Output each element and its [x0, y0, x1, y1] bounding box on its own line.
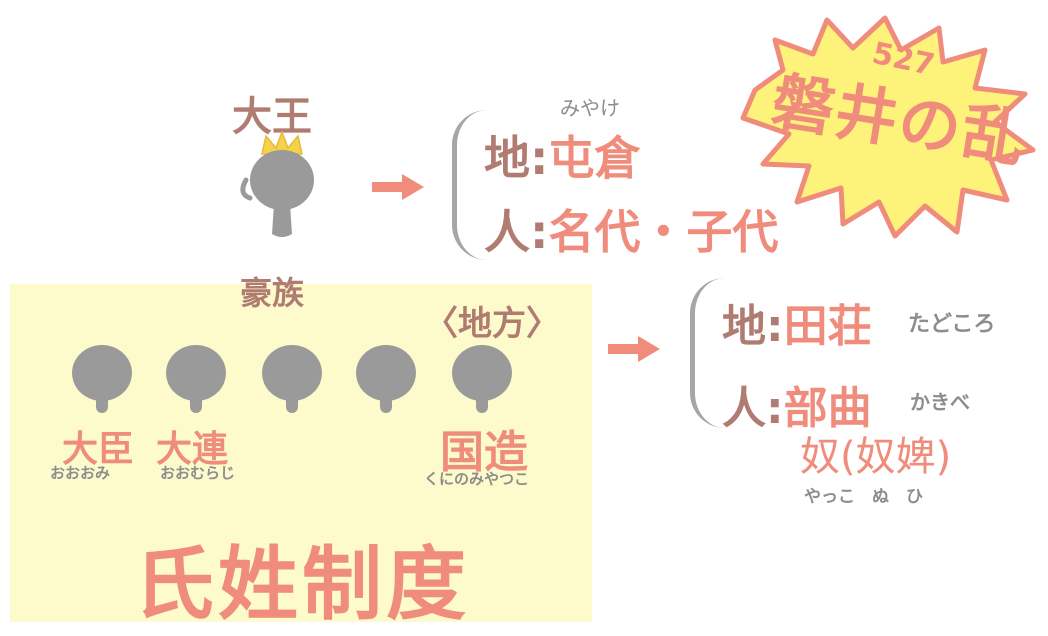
- people-value-nashiro: 名代・子代: [548, 205, 779, 259]
- lower-people-row: 人:部曲: [722, 372, 872, 436]
- ruler-figure: [240, 129, 314, 237]
- rank-muraji-reading: おおむらじ: [160, 464, 236, 482]
- land-sep: :: [766, 301, 784, 352]
- people-sep: :: [530, 205, 549, 259]
- system-title: 氏姓制度: [134, 538, 470, 631]
- clan-tree-icon: [452, 345, 512, 415]
- region-label: 〈地方〉: [424, 304, 560, 344]
- clan-tree-icon: [356, 345, 416, 415]
- ruler-title: 大王: [232, 94, 312, 140]
- slave-value: 奴(奴婢): [800, 434, 952, 480]
- clan-system-panel: [10, 284, 592, 622]
- rank-kuninomiyatsuko: 国造: [440, 427, 528, 478]
- arrow-upper-icon: [372, 174, 424, 200]
- clan-tree-icon: [166, 345, 226, 415]
- upper-people-row: 人:名代・子代: [484, 196, 778, 262]
- people-label: 人: [484, 205, 530, 259]
- ruler-body: [272, 204, 292, 237]
- upper-bracket: [452, 110, 487, 260]
- upper-land-row: 地:屯倉: [484, 122, 640, 188]
- ruler-head: [250, 150, 314, 210]
- people-label: 人: [722, 383, 766, 434]
- land-reading-upper: みやけ: [560, 96, 620, 120]
- crown-icon: [261, 129, 303, 155]
- rank-muraji: 大連: [156, 429, 229, 470]
- rebellion-burst-icon: [740, 15, 1036, 239]
- land-label: 地: [484, 131, 530, 185]
- land-sep: :: [530, 131, 549, 185]
- land-label: 地: [722, 301, 766, 352]
- people-sep: :: [766, 383, 784, 434]
- rank-omi-reading: おおおみ: [50, 464, 111, 482]
- land-value-miyake: 屯倉: [548, 131, 641, 185]
- clan-label: 豪族: [240, 274, 305, 312]
- land-value-tadokoro: 田荘: [783, 301, 872, 352]
- lower-land-row: 地:田荘: [722, 290, 872, 354]
- arrow-lower-icon: [608, 336, 660, 362]
- ruler-arm: [240, 177, 253, 201]
- clan-tree-icon: [72, 345, 132, 415]
- clan-tree-icon: [262, 345, 322, 415]
- rank-omi: 大臣: [62, 429, 135, 470]
- rank-kuninomiyatsuko-reading: くにのみやつこ: [424, 470, 530, 488]
- slave-reading: やっこ ぬ ひ: [804, 487, 923, 507]
- lower-bracket: [690, 278, 725, 428]
- people-reading-lower: かきべ: [910, 390, 970, 414]
- people-value-kakibe: 部曲: [783, 383, 872, 434]
- land-reading-lower: たどころ: [908, 312, 996, 337]
